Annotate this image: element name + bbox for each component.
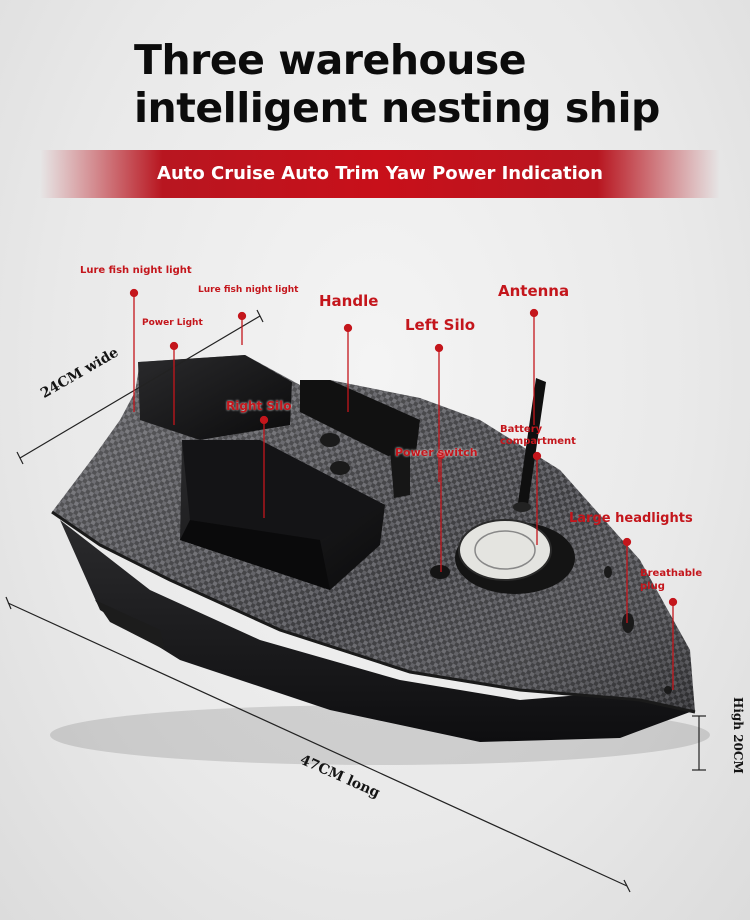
breathable-plug-label: Breathable plug bbox=[640, 567, 702, 593]
lure-night-light-label-1: Lure fish night light bbox=[80, 265, 192, 276]
battery-label-line-2: compartment bbox=[500, 436, 576, 447]
battery-compartment-label: Battery compartment bbox=[500, 424, 576, 448]
lower-hull bbox=[60, 520, 690, 742]
breathable-label-line-1: Breathable bbox=[640, 568, 703, 579]
width-dimension-line bbox=[19, 315, 261, 459]
antenna-rod bbox=[518, 378, 546, 505]
antenna-label: Antenna bbox=[498, 282, 570, 300]
left-silo-label: Left Silo bbox=[405, 316, 476, 334]
title-line-1: Three warehouse bbox=[134, 36, 527, 84]
height-dimension-label: High 20CM bbox=[731, 697, 745, 774]
lure-night-light-label-2: Lure fish night light bbox=[198, 285, 299, 295]
page-title: Three warehouse intelligent nesting ship bbox=[134, 36, 694, 132]
breathable-label-line-2: plug bbox=[640, 581, 665, 592]
back-silo bbox=[138, 355, 292, 440]
handle-shape bbox=[300, 380, 420, 456]
right-silo-label: Right Silo bbox=[226, 399, 292, 413]
power-light-label: Power Light bbox=[142, 318, 203, 328]
features-banner: Auto Cruise Auto Trim Yaw Power Indicati… bbox=[40, 150, 720, 198]
features-banner-text: Auto Cruise Auto Trim Yaw Power Indicati… bbox=[157, 163, 603, 184]
length-dimension-line bbox=[7, 602, 628, 887]
title-line-2: intelligent nesting ship bbox=[134, 84, 660, 132]
power-switch-label: Power switch bbox=[395, 446, 478, 459]
large-headlights-label: Large headlights bbox=[569, 511, 693, 526]
handle-label: Handle bbox=[319, 292, 379, 310]
battery-label-line-1: Battery bbox=[500, 424, 543, 435]
deck-edge bbox=[51, 510, 696, 714]
